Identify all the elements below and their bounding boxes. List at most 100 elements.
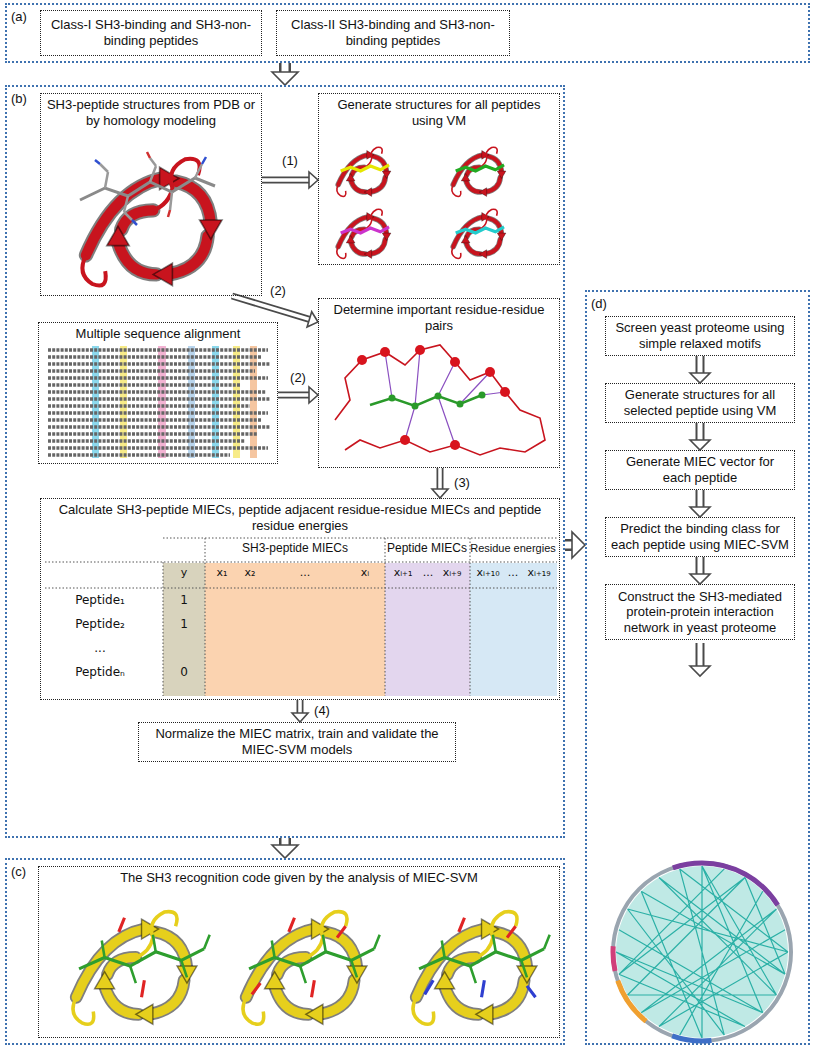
table-cell: x₁ <box>217 566 228 579</box>
panel-frame: SH3-peptide structures from PDB or by ho… <box>5 85 565 838</box>
miec-table <box>45 538 557 696</box>
box-label: Multiple sequence alignment <box>44 326 272 342</box>
peptide-models <box>337 147 506 258</box>
box-label: Normalize the MIEC matrix, train and val… <box>144 726 450 757</box>
arrow-shaft <box>298 700 302 713</box>
table-cell: Peptideₙ <box>75 665 125 679</box>
panel-letter: (a) <box>11 9 27 25</box>
interaction-network <box>616 866 788 1038</box>
table-cell: ... <box>94 641 105 655</box>
interaction-network <box>613 863 791 1041</box>
panel-letter: (c) <box>11 864 26 880</box>
residue-pair-structure <box>485 367 495 377</box>
arrow-head <box>292 713 308 722</box>
recognition-code-structures <box>119 918 145 998</box>
residue-pair-structure <box>435 393 442 400</box>
flow-arrow <box>272 838 298 858</box>
arrow-head <box>272 72 298 85</box>
table-cell: Peptide₂ <box>75 617 125 631</box>
table-cell: 1 <box>180 593 188 607</box>
recognition-code-structures <box>442 935 550 983</box>
arrow-shaft <box>278 393 309 397</box>
peptide-models <box>341 165 389 171</box>
table-cell: 0 <box>180 665 188 679</box>
recognition-code-structures <box>243 912 367 1025</box>
interaction-network <box>616 866 788 1038</box>
arrow-head <box>309 172 318 188</box>
recognition-code-structures <box>425 980 536 997</box>
arrow-shaft <box>696 423 705 440</box>
miec-table <box>45 538 557 696</box>
arrow-head <box>690 440 710 450</box>
recognition-code-structures <box>419 949 544 969</box>
protein-structure <box>80 152 222 286</box>
residue-pair-structure <box>400 435 410 445</box>
recognition-code-structures <box>413 912 550 1025</box>
flow-arrow <box>690 423 710 450</box>
peptide-models <box>337 147 391 196</box>
table-cell: x₂ <box>245 566 256 579</box>
process-box: Predict the binding class for each pepti… <box>605 517 795 557</box>
arrow-shaft <box>696 356 705 373</box>
peptide-models <box>452 209 506 258</box>
flow-arrow <box>292 700 308 722</box>
residue-pair-structure <box>457 401 464 408</box>
panel-letter: (d) <box>591 296 607 312</box>
residue-pair-structure <box>380 347 390 357</box>
peptide-models <box>452 209 506 258</box>
table-cell: Peptide₁ <box>75 593 125 607</box>
flow-arrow <box>690 356 710 383</box>
arrow-shaft <box>282 838 289 845</box>
network-arrow <box>696 643 705 666</box>
table-cell: ... <box>423 566 434 579</box>
interaction-network <box>613 863 791 1041</box>
flow-arrow <box>565 532 585 558</box>
flow-arrow <box>272 63 298 85</box>
arrow-shaft <box>279 838 291 845</box>
residue-pair-structure <box>335 345 545 455</box>
residue-pair-structure <box>335 345 545 455</box>
box-label: Class-I SH3-binding and SH3-non-binding … <box>46 17 256 48</box>
table-cell: xᵢ <box>361 566 369 579</box>
process-box: Class-II SH3-binding and SH3-non-binding… <box>276 10 510 56</box>
table-cell: xᵢ₊₁ <box>394 566 413 579</box>
process-box: Generate structures for all peptides usi… <box>318 93 560 265</box>
protein-structure <box>82 159 222 286</box>
panel-letter: (b) <box>11 91 27 107</box>
miec-table <box>385 563 470 696</box>
box-label: Class-II SH3-binding and SH3-non-binding… <box>282 17 504 48</box>
step-label: (3) <box>453 475 471 491</box>
miec-table <box>163 563 205 696</box>
residue-pair-structure <box>479 392 486 399</box>
step-label: (2) <box>269 283 287 299</box>
box-label: Generate structures for all selected pep… <box>611 387 789 418</box>
process-box: Generate structures for all selected pep… <box>605 383 795 423</box>
table-cell: 1 <box>180 617 188 631</box>
recognition-code-structures <box>252 918 346 998</box>
peptide-models <box>456 165 504 171</box>
arrow-head <box>572 532 585 558</box>
residue-pair-structure <box>500 387 510 397</box>
arrow-shaft <box>565 539 572 551</box>
box-label: Construct the SH3-mediated protein-prote… <box>611 589 789 636</box>
recognition-code-structures <box>272 935 380 983</box>
arrow-shaft <box>279 63 291 72</box>
network-arrow <box>690 666 710 676</box>
arrow-shaft <box>297 700 304 713</box>
recognition-code-structures <box>102 935 210 983</box>
arrow-shaft <box>698 490 703 507</box>
recognition-code-structures <box>459 918 516 938</box>
arrow-shaft <box>698 423 703 440</box>
arrow-shaft <box>232 296 309 319</box>
residue-pair-structure <box>370 395 482 406</box>
arrow-head <box>307 312 318 327</box>
protein-structure <box>80 178 215 200</box>
interaction-network <box>613 863 791 1041</box>
arrow-head <box>690 373 710 383</box>
recognition-code-structures <box>243 912 380 1025</box>
box-label: Calculate SH3-peptide MIECs, peptide adj… <box>46 502 554 533</box>
table-cell: ... <box>300 566 311 579</box>
arrow-shaft <box>438 468 442 489</box>
box-label: Screen yeast proteome using simple relax… <box>611 320 789 351</box>
